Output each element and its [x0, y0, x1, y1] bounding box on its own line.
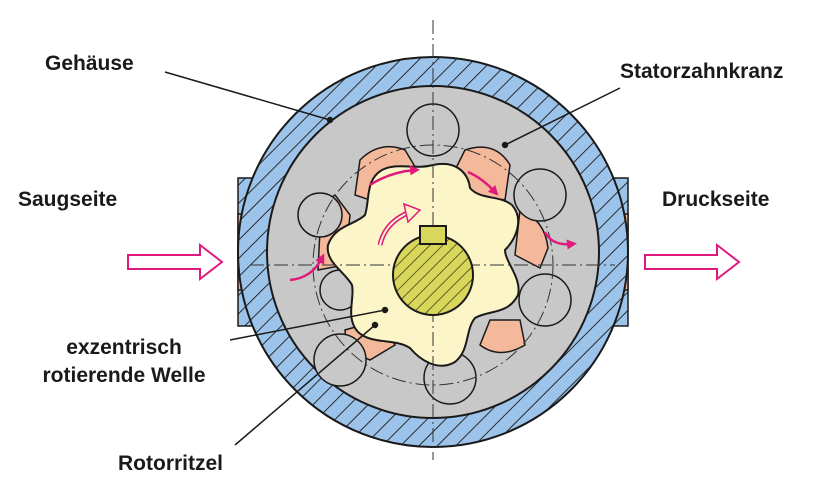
flow-arrows: [289, 165, 577, 282]
eccentric-shaft: [392, 234, 474, 316]
label-shaft: exzentrisch rotierende Welle: [24, 334, 224, 390]
shaft-key: [419, 225, 447, 245]
label-stator-ring: Statorzahnkranz: [620, 60, 784, 83]
label-pressure-side: Druckseite: [662, 188, 770, 211]
rotation-arrow: [377, 202, 422, 246]
inlet-arrow-icon: [127, 242, 224, 282]
outlet-arrow-icon: [644, 242, 741, 282]
label-suction-side: Saugseite: [18, 188, 118, 211]
leader-lines: [164, 71, 621, 446]
label-rotor-pinion: Rotorritzel: [118, 452, 223, 475]
label-housing: Gehäuse: [45, 52, 134, 75]
label-shaft-line1: exzentrisch: [66, 336, 182, 359]
label-shaft-line2: rotierende Welle: [42, 364, 206, 387]
